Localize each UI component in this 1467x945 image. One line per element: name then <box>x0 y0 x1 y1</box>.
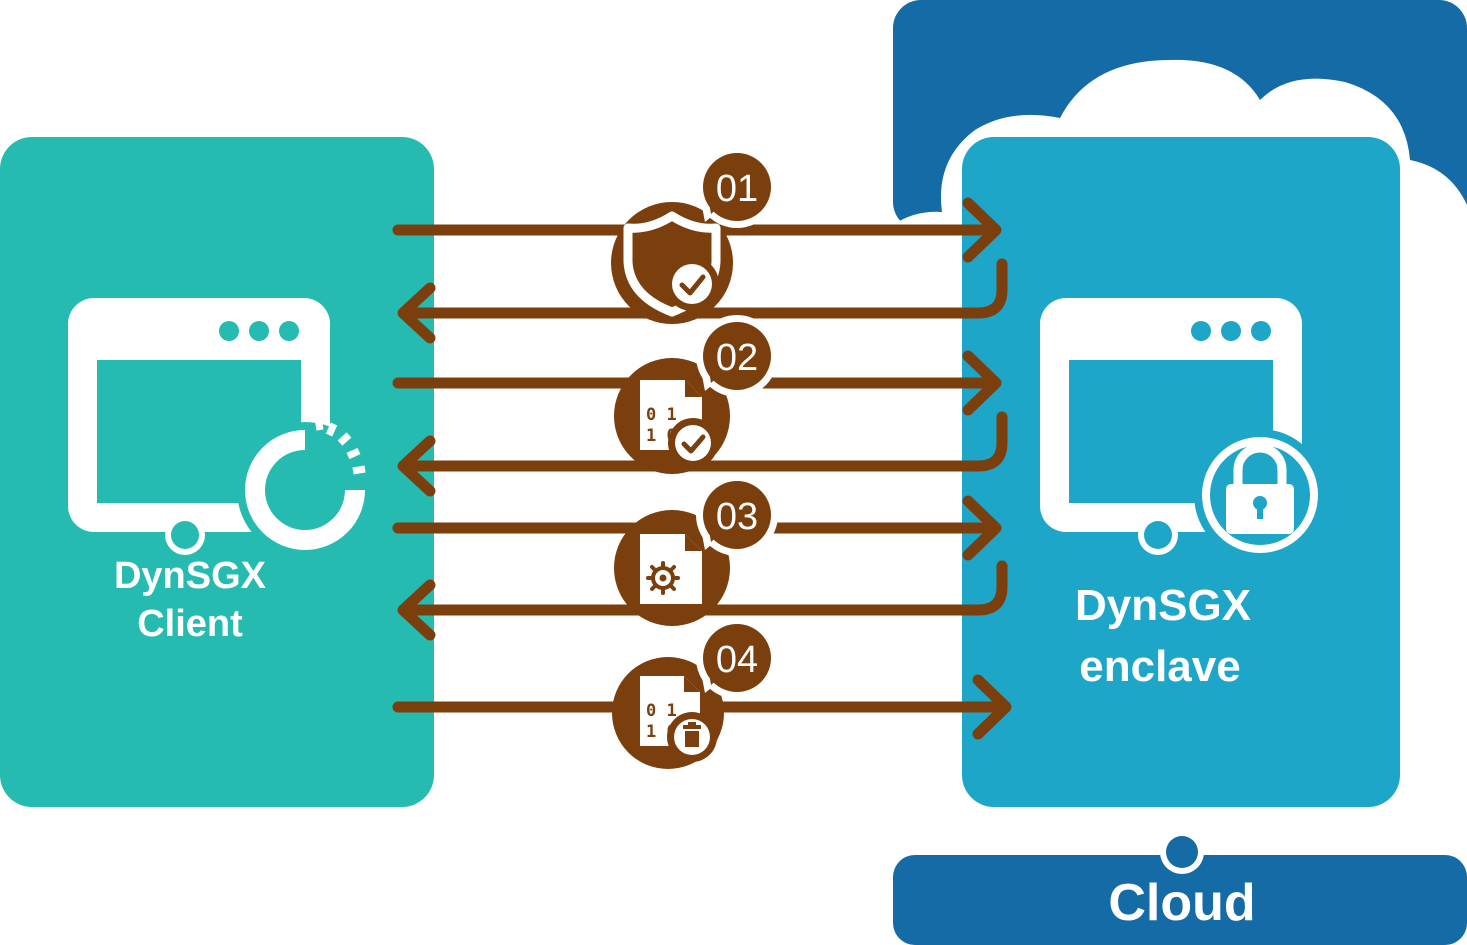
step-03-number: 03 <box>716 496 758 538</box>
shield-icon <box>623 211 721 317</box>
svg-text:0 1: 0 1 <box>646 701 677 721</box>
loading-spinner-icon <box>237 417 373 558</box>
step-01: 01 <box>611 146 778 324</box>
response-arrow-01 <box>397 258 1008 344</box>
check-badge-icon <box>672 264 712 304</box>
step-03: 03 <box>614 474 778 626</box>
response-arrow-02 <box>397 411 1008 497</box>
step-04: 0 1 1 0 04 <box>612 617 778 769</box>
enclave-label-line1: DynSGX <box>1075 581 1251 630</box>
gear-icon <box>646 561 680 595</box>
client-label-line1: DynSGX <box>114 555 267 597</box>
step-01-number: 01 <box>716 168 758 210</box>
step-02-number: 02 <box>716 337 758 379</box>
trash-icon <box>683 722 701 747</box>
lock-icon <box>1194 429 1326 561</box>
cloud-stand-dot <box>1166 836 1198 868</box>
enclave-panel: DynSGX enclave <box>962 137 1400 807</box>
svg-text:0 1: 0 1 <box>646 405 677 425</box>
check-badge-icon <box>675 425 711 461</box>
cloud-label: Cloud <box>1108 874 1255 932</box>
enclave-label-line2: enclave <box>1079 642 1240 691</box>
client-label-line2: Client <box>137 603 243 645</box>
response-arrow-03 <box>397 560 1008 641</box>
client-panel: DynSGX Client <box>0 137 434 807</box>
step-04-number: 04 <box>716 639 758 681</box>
cloud-base <box>893 855 1467 945</box>
step-02: 0 1 1 0 02 <box>614 315 778 474</box>
